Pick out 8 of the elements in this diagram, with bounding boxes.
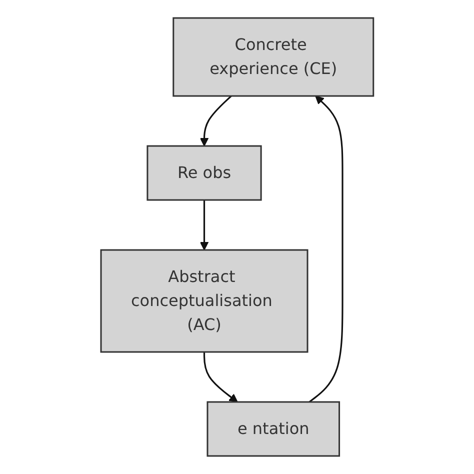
node-box: Re obs [146, 145, 262, 201]
node-box: Abstract conceptualisation (AC) [100, 249, 308, 353]
arrow [200, 95, 232, 146]
node-box: e ntation [206, 401, 340, 457]
arrow [200, 200, 208, 250]
arrow [203, 352, 238, 402]
node-box: Concrete experience (CE) [172, 17, 374, 97]
arrow [308, 96, 344, 403]
